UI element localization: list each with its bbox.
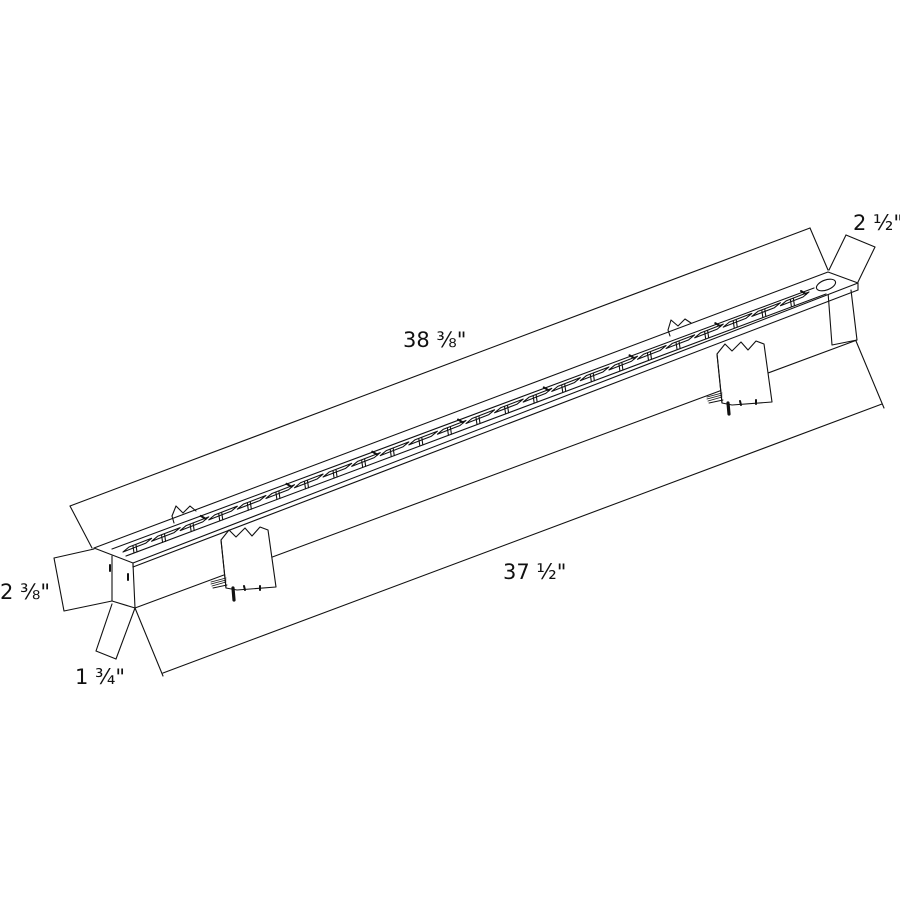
louver-cell	[180, 517, 209, 531]
mounting-bracket-right	[668, 319, 772, 414]
dimension-line-body-width	[96, 604, 135, 659]
louver-cell	[466, 410, 495, 424]
dimension-line-overall-length	[70, 228, 828, 548]
dimension-label-height: 2 ⅜"	[0, 580, 51, 604]
louver-cell	[523, 388, 552, 402]
louver-cell	[552, 378, 581, 392]
louver-cell	[666, 335, 695, 349]
louver-cell	[352, 453, 381, 467]
louver-cell	[409, 431, 438, 445]
louver-cell	[495, 399, 524, 413]
louver-cell	[380, 442, 409, 456]
louver-cell	[437, 421, 466, 435]
dimension-label-body-width: 1 ¾"	[75, 665, 126, 689]
dimension-line-flange-width	[829, 235, 875, 282]
louver-cell	[295, 474, 324, 488]
dimension-label-flange-width: 2 ½"	[853, 211, 900, 235]
louver-cell	[152, 528, 181, 542]
louver-cell	[237, 495, 266, 509]
dimension-label-body-length: 37 ½"	[503, 560, 567, 584]
louver-cell	[780, 292, 809, 306]
louver-cell	[580, 367, 609, 381]
louver-cell	[123, 538, 152, 552]
louver-cells	[123, 291, 809, 553]
louver-cell	[638, 346, 667, 360]
louver-cell	[752, 303, 781, 317]
louver-cell	[695, 324, 724, 338]
dimension-line-height	[54, 549, 112, 611]
mounting-bracket-left	[172, 506, 276, 600]
dimension-line-body-length	[135, 341, 884, 676]
louver-cell	[723, 313, 752, 327]
dimension-label-overall-length: 38 ⅜"	[403, 328, 467, 352]
louver-cell	[266, 485, 295, 499]
louver-cell	[323, 463, 352, 477]
louver-cell	[209, 506, 238, 520]
louver-cell	[609, 356, 638, 370]
